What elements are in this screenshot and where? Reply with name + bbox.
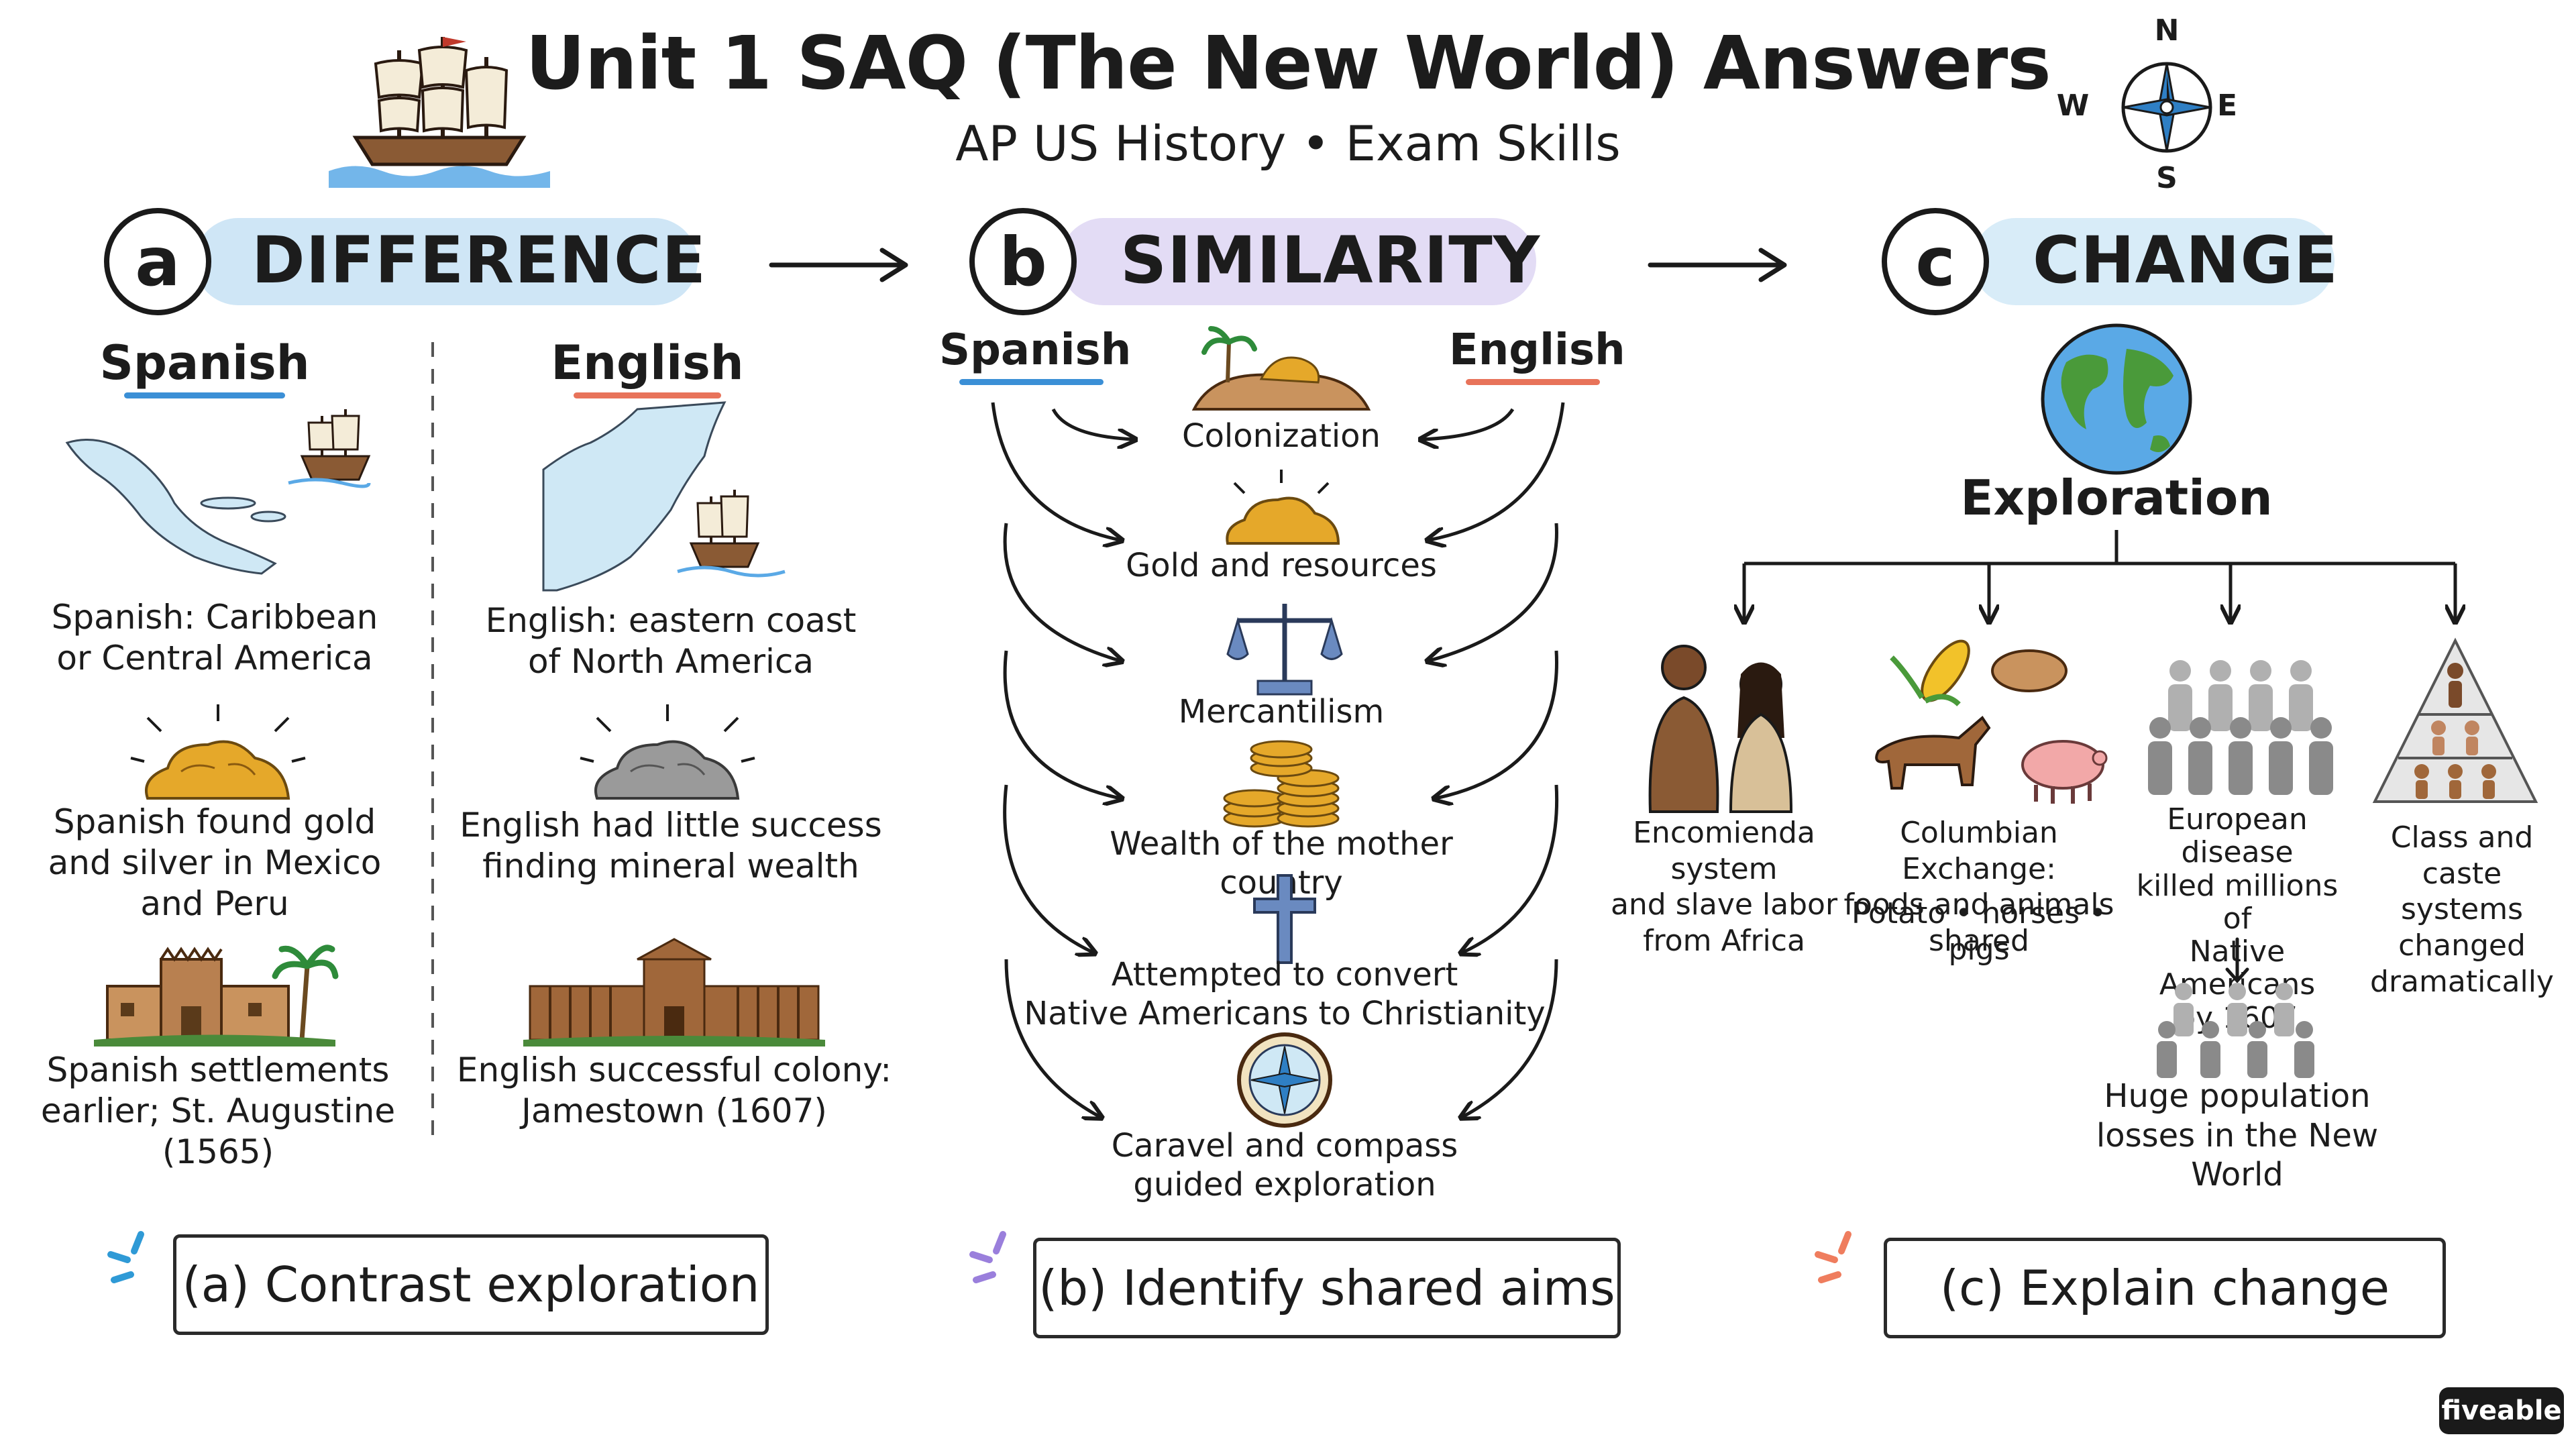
difference-spanish-header: Spanish (99, 335, 310, 390)
page-subtitle: AP US History • Exam Skills (955, 115, 1621, 172)
similarity-spanish-header: Spanish (939, 325, 1132, 375)
jamestown-fort-icon (523, 938, 825, 1046)
sailing-ship-icon (329, 37, 550, 188)
english-underline (1466, 379, 1600, 385)
skill-a-box: (a) Contrast exploration (173, 1234, 769, 1335)
english-colony-text: English successful colony: Jamestown (16… (456, 1051, 892, 1130)
compass-west-label: W (2056, 89, 2090, 123)
similarity-mercantilism-label: Mercantilism (1178, 693, 1385, 731)
section-a-pill (195, 218, 698, 305)
sparkle-icon (969, 1231, 1006, 1283)
similarity-colonization-label: Colonization (1182, 417, 1381, 455)
compass-south-label: S (2156, 161, 2178, 195)
spanish-location-text: Spanish: Caribbean or Central America (51, 598, 378, 678)
cross-icon (1253, 874, 1316, 964)
population-crowd-icon (2148, 660, 2333, 795)
gold-pile-icon (130, 704, 306, 800)
change-exchange-text: Columbian Exchange: foods and animals sh… (1843, 816, 2114, 959)
change-encomienda-text: Encomienda system and slave labor from A… (1610, 816, 1838, 959)
column-divider (431, 342, 434, 1147)
english-underline (574, 392, 721, 398)
reduced-crowd-icon (2157, 983, 2314, 1078)
spanish-gold-text: Spanish found gold and silver in Mexico … (48, 802, 382, 923)
converging-arrows (991, 402, 1565, 1134)
change-root-label: Exploration (1960, 470, 2273, 526)
spanish-settlement-text: Spanish settlements earlier; St. Augusti… (40, 1051, 396, 1171)
two-people-icon (1648, 645, 1793, 813)
section-a-badge: a (104, 208, 211, 315)
difference-english-header: English (551, 335, 744, 390)
change-class-text: Class and caste systems changed dramatic… (2370, 820, 2554, 999)
skill-b-box: (b) Identify shared aims (1033, 1238, 1621, 1338)
section-b-badge: b (969, 208, 1077, 315)
class-pyramid-icon (2372, 637, 2538, 803)
compass-north-label: N (2154, 13, 2180, 48)
spanish-underline (959, 379, 1104, 385)
section-a-title: DIFFERENCE (252, 223, 707, 298)
compass-east-label: E (2216, 89, 2238, 123)
gray-rocks-icon (580, 704, 755, 800)
compass-icon (1237, 1032, 1332, 1128)
similarity-caravel-label: Caravel and compass guided exploration (1111, 1127, 1458, 1203)
north-america-coast-map-icon (542, 401, 786, 592)
arrow-right-icon (769, 248, 908, 282)
similarity-english-header: English (1449, 325, 1625, 375)
page-title: Unit 1 SAQ (The New World) Answers (525, 20, 2051, 106)
caribbean-map-icon (65, 409, 371, 575)
section-b-title: SIMILARITY (1120, 223, 1541, 298)
change-population-text: Huge population losses in the New World (2096, 1077, 2379, 1194)
spanish-underline (124, 392, 285, 398)
section-c-badge: c (1882, 208, 1989, 315)
compass-rose-icon (2121, 62, 2212, 153)
section-b-pill (1060, 218, 1536, 305)
arrow-down-icon (2225, 937, 2249, 983)
skill-c-box: (c) Explain change (1884, 1238, 2446, 1338)
arrow-right-icon (1648, 248, 1787, 282)
spanish-fort-icon (94, 945, 339, 1046)
similarity-gold-label: Gold and resources (1126, 547, 1437, 584)
columbian-exchange-icon (1875, 639, 2108, 804)
change-exchange-detail: Potato • horses • pigs (1851, 896, 2106, 967)
tree-connector (1717, 530, 2482, 631)
island-gold-icon (1191, 326, 1371, 411)
similarity-convert-label: Attempted to convert Native Americans to… (1024, 956, 1546, 1032)
coin-stacks-icon (1223, 740, 1340, 828)
sparkle-icon (1815, 1231, 1851, 1283)
english-mineral-text: English had little success finding miner… (460, 806, 882, 885)
section-c-title: CHANGE (2033, 223, 2339, 298)
gold-pile-icon (1226, 470, 1340, 545)
sparkle-icon (107, 1231, 144, 1283)
english-location-text: English: eastern coast of North America (485, 601, 857, 681)
globe-icon (2041, 323, 2192, 475)
balance-scale-icon (1226, 604, 1343, 696)
fiveable-logo: fiveable (2439, 1387, 2564, 1434)
section-c-pill (1972, 218, 2334, 305)
